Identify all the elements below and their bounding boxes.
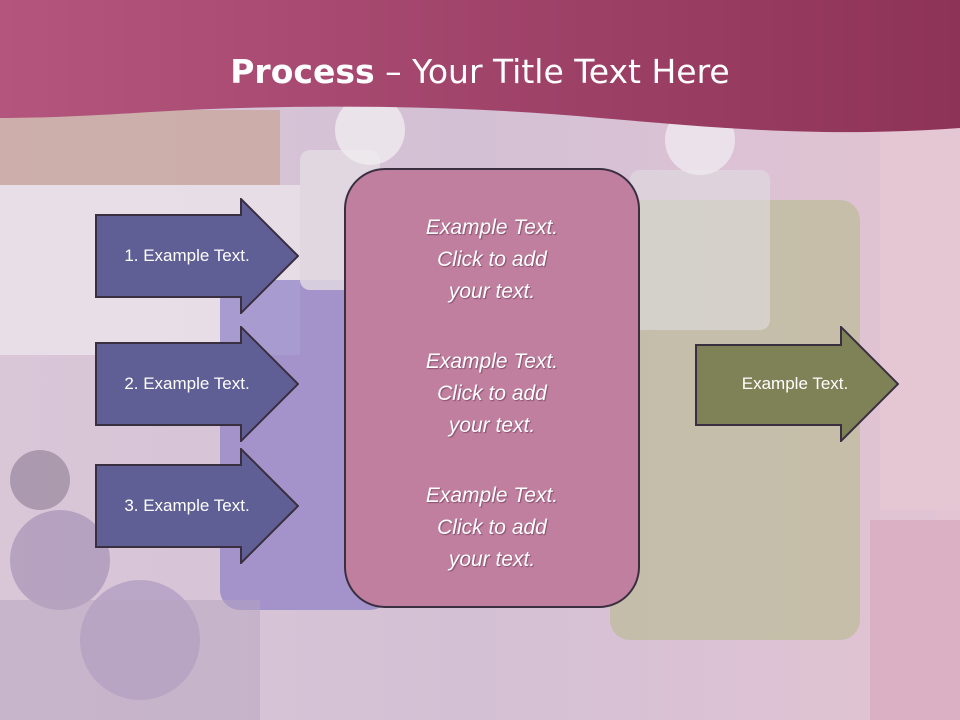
arrow-shape-icon	[95, 448, 299, 564]
right-arrow-label: Example Text.	[741, 374, 849, 393]
block-line: Click to add	[437, 248, 547, 271]
block-line: your text.	[448, 280, 536, 303]
center-text-box[interactable]: Example Text. Click to add your text. Ex…	[344, 168, 640, 608]
block-line: Example Text.	[425, 216, 559, 239]
block-line: Click to add	[437, 382, 547, 405]
title-bold: Process	[230, 52, 375, 91]
left-arrow-1-label: 1. Example Text.	[124, 246, 250, 265]
arrow-shape-icon	[95, 198, 299, 314]
right-arrow[interactable]: Example Text.	[695, 326, 899, 442]
title-rest: – Your Title Text Here	[374, 52, 730, 91]
center-text-block-3: Example Text. Click to add your text.	[344, 480, 640, 576]
block-line: your text.	[448, 414, 536, 437]
arrow-shape-icon	[695, 326, 899, 442]
left-arrow-3[interactable]: 3. Example Text.	[95, 448, 299, 564]
left-arrow-2-label: 2. Example Text.	[124, 374, 250, 393]
block-line: Example Text.	[425, 350, 559, 373]
left-arrow-3-label: 3. Example Text.	[124, 496, 250, 515]
block-line: your text.	[448, 548, 536, 571]
arrow-shape-icon	[95, 326, 299, 442]
center-text-block-2: Example Text. Click to add your text.	[344, 346, 640, 442]
center-text-block-1: Example Text. Click to add your text.	[344, 212, 640, 308]
left-arrow-2[interactable]: 2. Example Text.	[95, 326, 299, 442]
left-arrow-1[interactable]: 1. Example Text.	[95, 198, 299, 314]
center-text-blocks: Example Text. Click to add your text. Ex…	[344, 212, 640, 576]
block-line: Click to add	[437, 516, 547, 539]
page-title: Process – Your Title Text Here	[0, 52, 960, 91]
block-line: Example Text.	[425, 484, 559, 507]
center-box-shape	[344, 168, 640, 608]
